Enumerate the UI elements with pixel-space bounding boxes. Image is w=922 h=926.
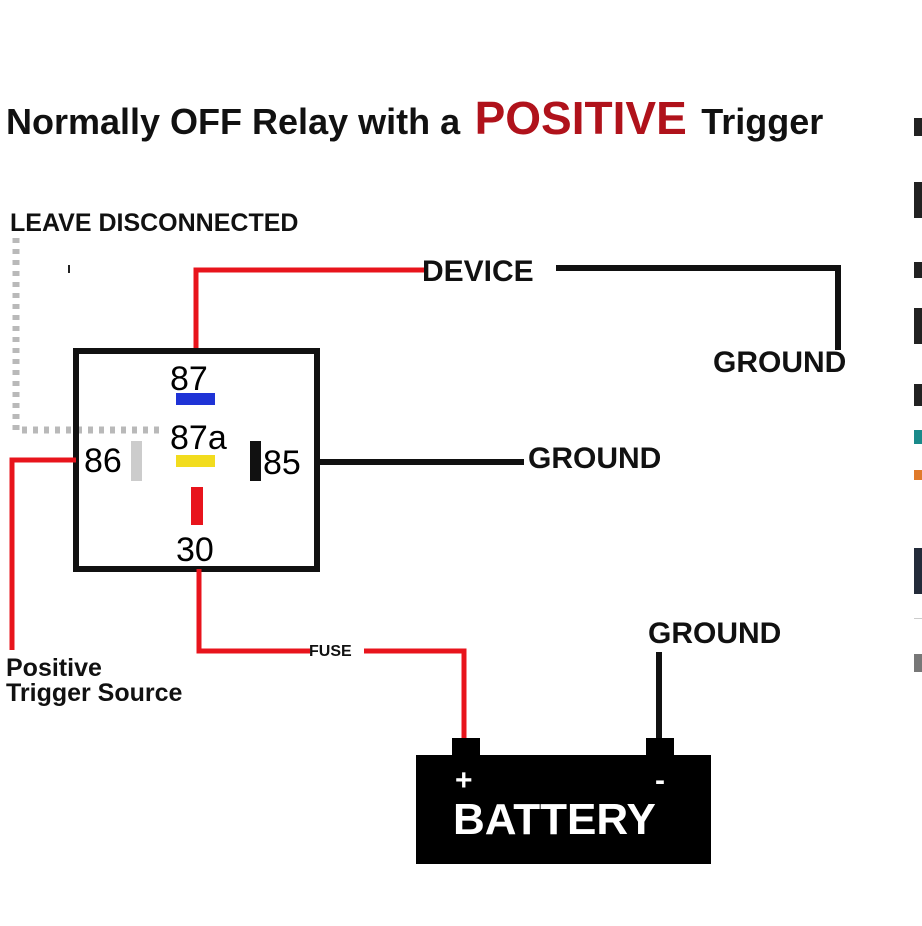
device-label: DEVICE [422,255,534,288]
side-fragment-4 [914,308,922,344]
title-prefix: Normally OFF Relay with a [6,101,461,142]
battery-minus-label: - [655,764,665,797]
tick-mark [68,265,70,273]
side-divider [914,618,922,619]
title-highlight: POSITIVE [475,92,687,144]
fuse-label: FUSE [309,643,352,660]
pin-85-marker [250,441,261,481]
wire-fuse-battery [364,648,467,740]
battery-positive-terminal [452,738,480,756]
battery-body [416,755,711,864]
side-fragment-8 [914,548,922,594]
wire-86-trigger [9,457,76,650]
title-suffix: Trigger [701,101,823,142]
battery-ground-label: GROUND [648,617,781,650]
side-fragment-3 [914,262,922,278]
side-fragment-1 [914,118,922,136]
side-fragment-6 [914,430,922,444]
pin85-ground-label: GROUND [528,442,661,475]
pin-86-label: 86 [84,442,122,480]
wire-30-fuse [196,569,310,654]
wire-87-device [193,267,425,352]
pin-87a-label: 87a [170,419,227,457]
side-fragment-9 [914,654,922,672]
trigger-label-line2: Trigger Source [6,679,183,707]
trigger-source-label: Positive Trigger Source [6,654,183,707]
pin-85-label: 85 [263,444,301,482]
side-fragment-7 [914,470,922,480]
diagram-title: Normally OFF Relay with a POSITIVE Trigg… [6,92,823,144]
battery-plus-label: + [455,764,473,797]
leave-disconnected-label: LEAVE DISCONNECTED [10,209,298,237]
pin-87a-marker [176,455,215,467]
device-ground-label: GROUND [713,346,846,379]
side-fragment-5 [914,384,922,406]
pin-87-label: 87 [170,360,208,398]
pin-86-marker [131,441,142,481]
disconnected-wire [12,238,165,434]
side-fragment-2 [914,182,922,218]
trigger-label-line1: Positive [6,654,102,682]
battery-negative-terminal [646,738,674,756]
battery-label: BATTERY [453,795,656,844]
wire-device-ground [556,265,841,350]
pin-30-label: 30 [176,531,214,569]
pin-30-marker [191,487,203,525]
pin-87-marker [176,393,215,405]
